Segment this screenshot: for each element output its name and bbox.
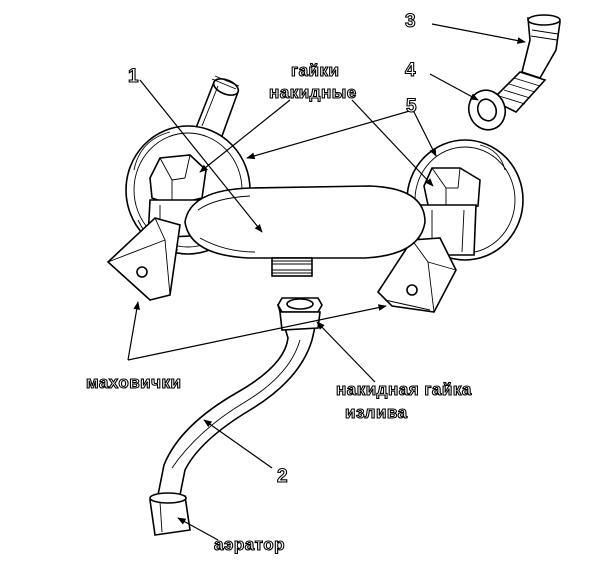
leader-nuts-right bbox=[351, 99, 434, 187]
left-handwheel bbox=[106, 217, 181, 301]
label-spout-nut-line1: накидная гайка bbox=[336, 380, 472, 399]
label-aerator: аэратор bbox=[214, 535, 285, 554]
callout-number-5: 5 bbox=[406, 96, 417, 117]
callout-number-2: 2 bbox=[277, 466, 288, 487]
leader-1 bbox=[139, 79, 263, 233]
label-nuts-line2: накидные bbox=[269, 83, 357, 102]
label-nuts-line1: гайки bbox=[291, 61, 339, 80]
spout bbox=[149, 297, 323, 536]
callout-number-1: 1 bbox=[128, 66, 139, 87]
callout-number-4: 4 bbox=[405, 60, 416, 81]
leader-spout-nut bbox=[316, 321, 376, 383]
left-inlet-pipe bbox=[194, 75, 240, 137]
leader-5-right bbox=[412, 109, 437, 157]
leader-lines bbox=[127, 23, 526, 541]
part-3-hose-nipple bbox=[490, 14, 561, 113]
leader-handwheel-right bbox=[127, 304, 387, 361]
leader-2 bbox=[203, 419, 273, 469]
label-handwheels: маховички bbox=[86, 373, 181, 392]
callout-number-3: 3 bbox=[405, 11, 416, 32]
leader-handwheel-left bbox=[127, 301, 141, 361]
leader-5-left bbox=[246, 109, 414, 160]
leader-4 bbox=[429, 73, 479, 101]
label-spout-nut-line2: излива bbox=[345, 403, 408, 422]
leader-nuts-left bbox=[199, 99, 291, 173]
leader-3 bbox=[431, 23, 526, 44]
mixer-body bbox=[184, 185, 426, 277]
leader-aerator bbox=[177, 517, 219, 541]
